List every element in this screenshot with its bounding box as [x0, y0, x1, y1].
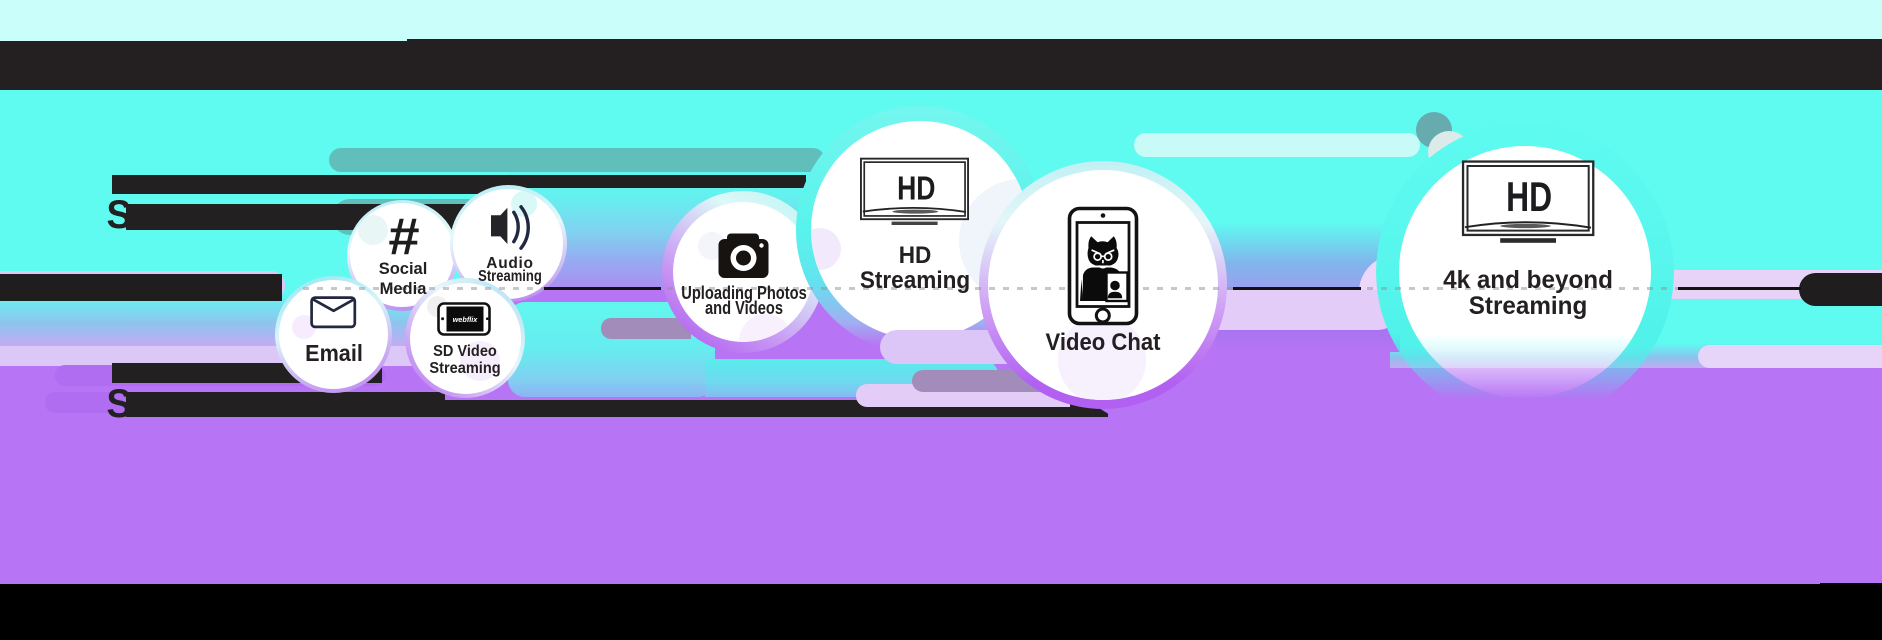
svg-text:webflix: webflix — [453, 315, 479, 324]
svg-text:HD: HD — [897, 170, 935, 207]
svg-text:HD: HD — [1506, 173, 1552, 220]
